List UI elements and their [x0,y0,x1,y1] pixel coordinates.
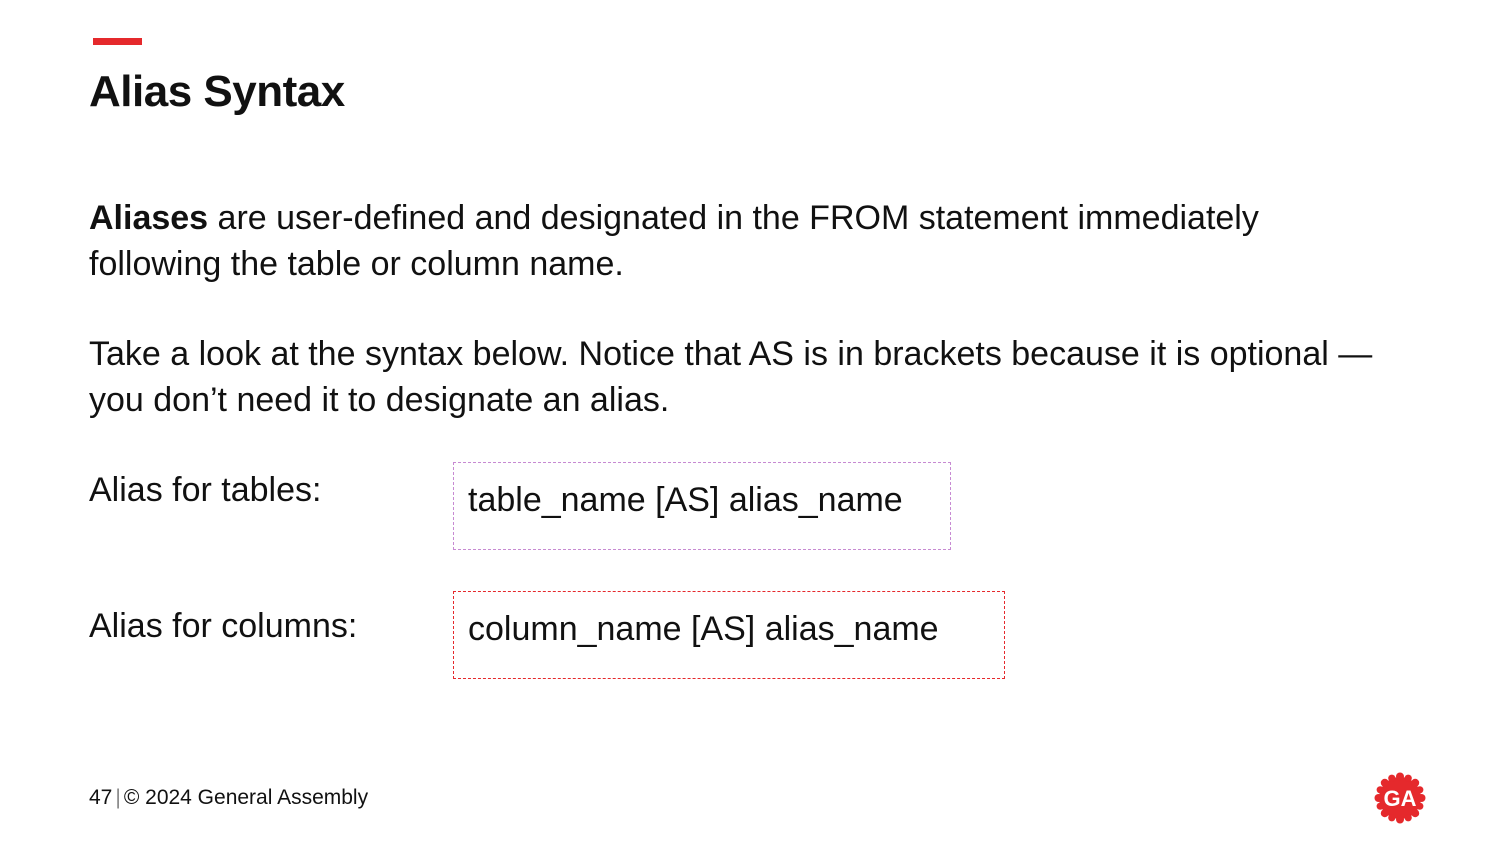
aliases-definition-paragraph: Aliases are user-defined and designated … [89,195,1389,287]
alias-columns-code-box: column_name [AS] alias_name [453,591,1005,679]
alias-tables-code-box: table_name [AS] alias_name [453,462,951,550]
copyright-text: © 2024 General Assembly [123,786,369,809]
alias-columns-label: Alias for columns: [89,607,358,645]
aliases-bold-term: Aliases [89,199,209,237]
footer-separator: | [115,786,121,809]
general-assembly-logo-icon: GA [1374,772,1426,824]
page-number: 47 [89,786,113,809]
syntax-note-paragraph: Take a look at the syntax below. Notice … [89,335,1373,419]
logo-text: GA [1384,786,1417,811]
aliases-definition-text: are user-defined and designated in the F… [89,199,1259,283]
alias-tables-label: Alias for tables: [89,471,322,509]
slide-footer: 47|© 2024 General Assembly [89,784,368,812]
slide-title: Alias Syntax [89,67,345,116]
title-accent-bar [93,38,142,45]
